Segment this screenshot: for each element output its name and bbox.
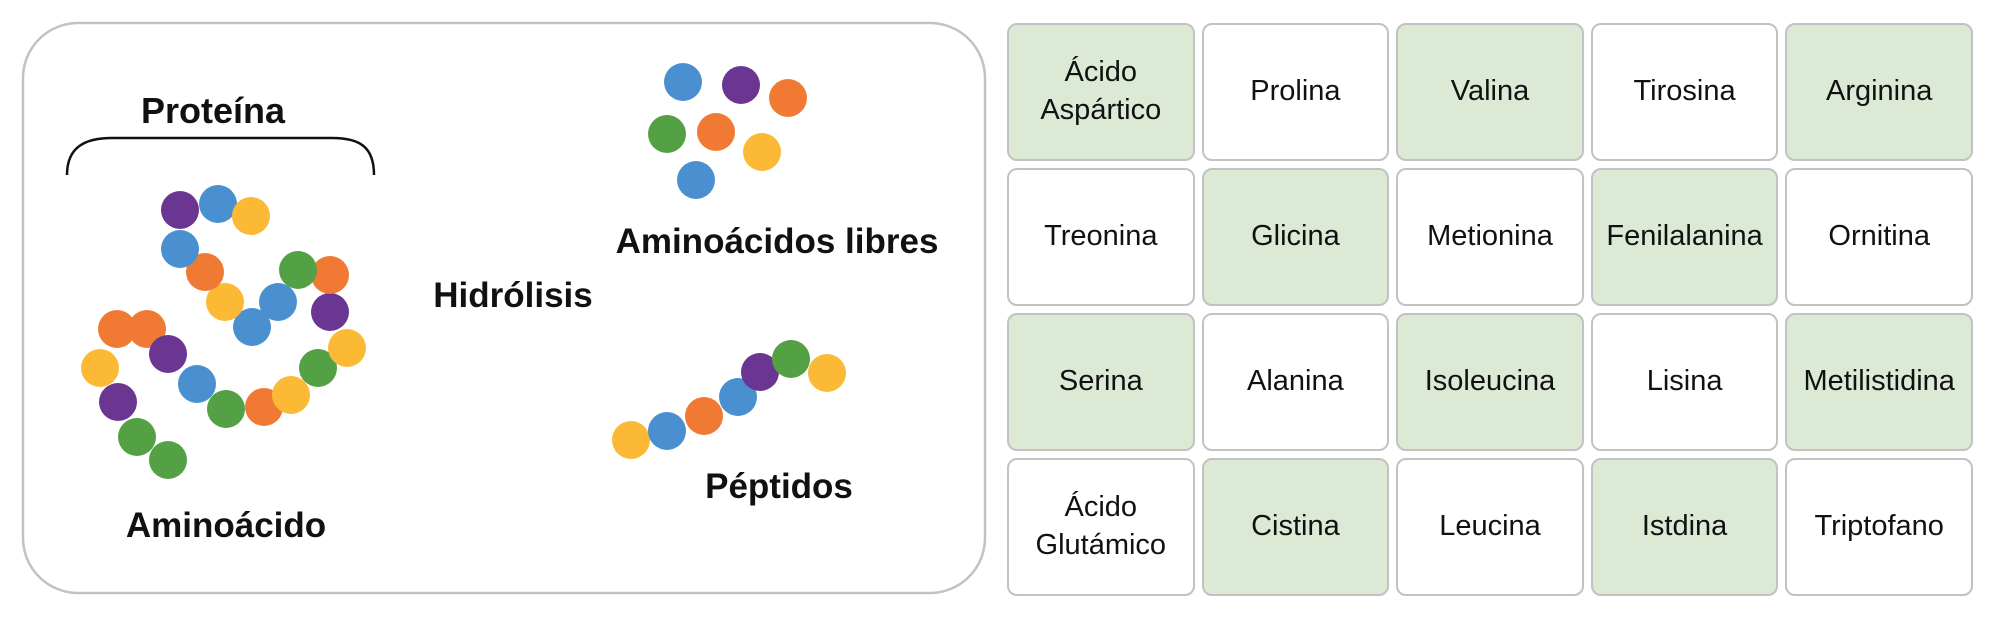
amino-acid-bead <box>612 421 650 459</box>
amino-acid-bead <box>259 283 297 321</box>
amino-acid-bead <box>741 353 779 391</box>
amino-acid-cell: Ornitina <box>1785 168 1973 306</box>
amino-acid-bead <box>178 365 216 403</box>
free-amino-acids-cluster <box>648 63 807 199</box>
amino-acid-bead <box>648 412 686 450</box>
diagram-panel <box>21 21 987 595</box>
amino-acid-cell: Arginina <box>1785 23 1973 161</box>
amino-acid-bead <box>648 115 686 153</box>
amino-acid-bead <box>199 185 237 223</box>
amino-acid-bead <box>206 283 244 321</box>
amino-acid-cell: Ácido Glutámico <box>1007 458 1195 596</box>
amino-acid-bead <box>697 113 735 151</box>
amino-acid-cell: Triptofano <box>1785 458 1973 596</box>
amino-acid-cell: Metilistidina <box>1785 313 1973 451</box>
amino-acid-cell: Cistina <box>1201 458 1390 596</box>
amino-acid-cell: Prolina <box>1201 23 1390 161</box>
amino-acid-bead <box>118 418 156 456</box>
hydrolysis-diagram: Proteína Aminoácido Hidrólisis Aminoácid… <box>21 21 987 595</box>
amino-acid-bead <box>81 349 119 387</box>
amino-acid-bead <box>311 293 349 331</box>
amino-acid-cell: Lisina <box>1590 313 1779 451</box>
amino-acid-cell: Valina <box>1396 23 1584 161</box>
amino-acid-bead <box>772 340 810 378</box>
peptides-label: Péptidos <box>705 467 853 506</box>
amino-acid-bead <box>328 329 366 367</box>
amino-acid-label: Aminoácido <box>126 506 326 545</box>
amino-acid-cell: Treonina <box>1007 168 1195 306</box>
amino-acid-cell: Leucina <box>1396 458 1584 596</box>
amino-acid-bead <box>722 66 760 104</box>
amino-acid-bead <box>685 397 723 435</box>
hydrolysis-label: Hidrólisis <box>433 276 592 315</box>
amino-acid-bead <box>279 251 317 289</box>
amino-acid-cell: Ácido Aspártico <box>1007 23 1195 161</box>
amino-acid-bead <box>99 383 137 421</box>
amino-acid-bead <box>677 161 715 199</box>
amino-acid-bead <box>299 349 337 387</box>
amino-acid-bead <box>808 354 846 392</box>
amino-acid-bead <box>161 230 199 268</box>
amino-acid-cell: Istdina <box>1590 458 1779 596</box>
amino-acid-bead <box>207 390 245 428</box>
amino-acid-bead <box>232 197 270 235</box>
amino-acid-bead <box>664 63 702 101</box>
amino-acid-cell: Isoleucina <box>1396 313 1584 451</box>
amino-acid-cell: Fenilalanina <box>1590 168 1779 306</box>
amino-acid-bead <box>311 256 349 294</box>
amino-acid-bead <box>161 191 199 229</box>
amino-acid-bead <box>98 310 136 348</box>
free-amino-acids-label: Aminoácidos libres <box>616 222 939 261</box>
amino-acid-bead <box>719 378 757 416</box>
protein-label: Proteína <box>141 90 286 131</box>
amino-acid-cell: Alanina <box>1201 313 1390 451</box>
amino-acid-bead <box>128 310 166 348</box>
amino-acid-bead <box>149 335 187 373</box>
amino-acid-cell: Glicina <box>1201 168 1390 306</box>
protein-chain <box>81 185 366 479</box>
peptide-chain <box>612 340 846 459</box>
amino-acid-bead <box>149 441 187 479</box>
amino-acid-cell: Tirosina <box>1590 23 1779 161</box>
amino-acid-bead <box>272 376 310 414</box>
amino-acid-bead <box>233 308 271 346</box>
amino-acid-bead <box>743 133 781 171</box>
amino-acid-cell: Metionina <box>1396 168 1584 306</box>
amino-acid-bead <box>769 79 807 117</box>
amino-acid-bead <box>186 253 224 291</box>
amino-acid-cell: Serina <box>1007 313 1195 451</box>
protein-bracket <box>65 136 376 176</box>
